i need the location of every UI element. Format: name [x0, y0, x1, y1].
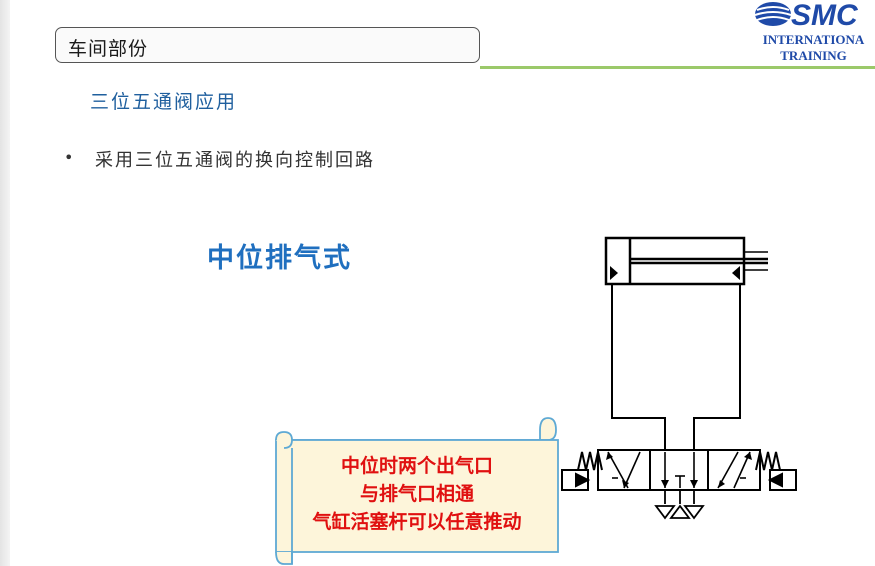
exhaust-ports: [654, 490, 705, 520]
cylinder-port-triangles: [610, 266, 740, 280]
valve-center-arrows: [661, 480, 698, 488]
note-line-2: 与排气口相通: [359, 483, 474, 505]
note-line-1: 中位时两个出气口: [340, 455, 493, 477]
bullet-marker: •: [64, 148, 74, 167]
valve-center-position: [664, 452, 695, 488]
logo-sub-line2: TRAINING: [780, 48, 847, 63]
logo-subtitle: INTERNATIONA TRAINING: [752, 32, 875, 64]
smc-logo: SMC: [754, 0, 859, 30]
note-callout: 中位时两个出气口 与排气口相通 气缸活塞杆可以任意推动: [272, 445, 562, 555]
right-spring: [755, 451, 796, 471]
section-title: 车间部份: [68, 38, 149, 60]
valve-right-arrows: [718, 452, 752, 488]
logo-sub-line1: INTERNATIONA: [762, 32, 865, 47]
note-line-3: 气缸活塞杆可以任意推动: [312, 511, 522, 533]
left-actuator: [561, 469, 591, 491]
mode-title: 中位排气式: [207, 243, 352, 274]
slide-subtitle: 三位五通阀应用: [90, 91, 238, 113]
smc-logo-text: SMC: [791, 0, 859, 30]
cylinder: [604, 236, 768, 286]
header-divider: [480, 66, 875, 69]
left-spring: [562, 451, 603, 471]
section-header: 车间部份: [55, 27, 480, 63]
air-lines: [611, 284, 741, 450]
smc-logo-globe-icon: [754, 2, 792, 26]
valve-body: [597, 449, 761, 491]
left-edge-strip: [0, 0, 10, 566]
bullet-text: 采用三位五通阀的换向控制回路: [95, 150, 375, 171]
right-actuator: [767, 469, 797, 491]
valve-left-arrows: [606, 452, 629, 488]
note-scroll: [275, 417, 559, 565]
